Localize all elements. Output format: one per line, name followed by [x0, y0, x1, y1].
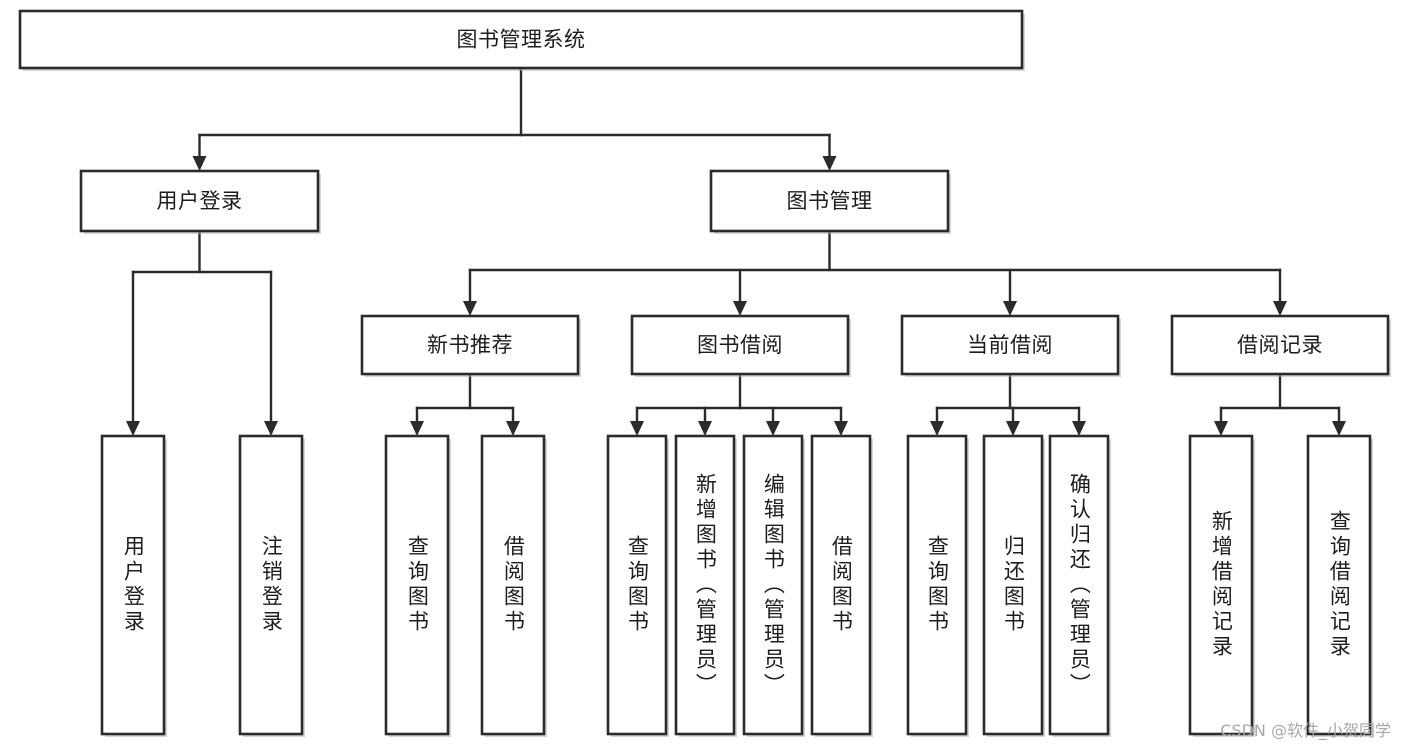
watermark-text: CSDN @软件_小贺同学 [1220, 721, 1391, 740]
leaf-leaf-return-book[interactable] [982, 434, 1045, 737]
book-borrow-branch-2-arrowhead [766, 421, 780, 436]
leaf-leaf-query-book-1[interactable] [384, 434, 451, 737]
new-book-recommend-branch-0-arrowhead [410, 421, 424, 436]
root-branch-0-arrowhead [192, 156, 207, 171]
node-book-manage[interactable]: 图书管理 [709, 169, 951, 234]
node-current-borrow-label: 当前借阅 [967, 333, 1053, 357]
node-new-book-recommend[interactable]: 新书推荐 [360, 314, 581, 377]
node-current-borrow[interactable]: 当前借阅 [900, 314, 1121, 377]
borrow-record-branch-0-arrowhead [1214, 421, 1228, 436]
node-book-manage-label: 图书管理 [787, 189, 873, 213]
node-book-borrow[interactable]: 图书借阅 [630, 314, 851, 377]
book-manage-branch-2-arrowhead [1003, 301, 1017, 316]
leaf-leaf-borrow-book-1[interactable] [480, 434, 547, 737]
book-manage-branch-0-arrowhead [463, 301, 477, 316]
leaf-leaf-borrow-book-2[interactable] [810, 434, 873, 737]
node-root-label: 图书管理系统 [457, 28, 586, 52]
book-manage-branch-3-arrowhead [1273, 301, 1287, 316]
book-borrow-branch-1-arrowhead [698, 421, 712, 436]
leaf-leaf-add-book[interactable] [674, 434, 737, 737]
user-login-branch-1-arrowhead [264, 421, 278, 436]
leaf-leaf-add-record[interactable] [1188, 434, 1255, 737]
leaf-leaf-query-record[interactable] [1306, 434, 1373, 737]
node-user-login-label: 用户登录 [157, 189, 243, 213]
leaf-leaf-edit-book[interactable] [742, 434, 805, 737]
new-book-recommend-branch-1-arrowhead [506, 421, 520, 436]
leaf-leaf-confirm-return[interactable] [1048, 434, 1111, 737]
node-root[interactable]: 图书管理系统 [18, 9, 1025, 71]
current-borrow-branch-2-arrowhead [1072, 421, 1086, 436]
leaf-leaf-user-logout[interactable] [238, 434, 305, 737]
node-new-book-recommend-label: 新书推荐 [427, 333, 513, 357]
user-login-branch-0-arrowhead [126, 421, 140, 436]
connector-layer [126, 66, 1346, 436]
current-borrow-branch-1-arrowhead [1006, 421, 1020, 436]
root-branch-1-arrowhead [822, 156, 837, 171]
node-user-login[interactable]: 用户登录 [79, 169, 321, 234]
node-borrow-record-label: 借阅记录 [1237, 333, 1323, 357]
leaf-leaf-user-login[interactable] [100, 434, 167, 737]
book-manage-branch-1-arrowhead [733, 301, 747, 316]
node-borrow-record[interactable]: 借阅记录 [1170, 314, 1391, 377]
leaf-leaf-query-book-2[interactable] [606, 434, 669, 737]
book-borrow-branch-0-arrowhead [630, 421, 644, 436]
current-borrow-branch-0-arrowhead [930, 421, 944, 436]
leaf-leaf-query-book-3[interactable] [906, 434, 969, 737]
node-book-borrow-label: 图书借阅 [697, 333, 783, 357]
borrow-record-branch-1-arrowhead [1332, 421, 1346, 436]
book-borrow-branch-3-arrowhead [834, 421, 848, 436]
